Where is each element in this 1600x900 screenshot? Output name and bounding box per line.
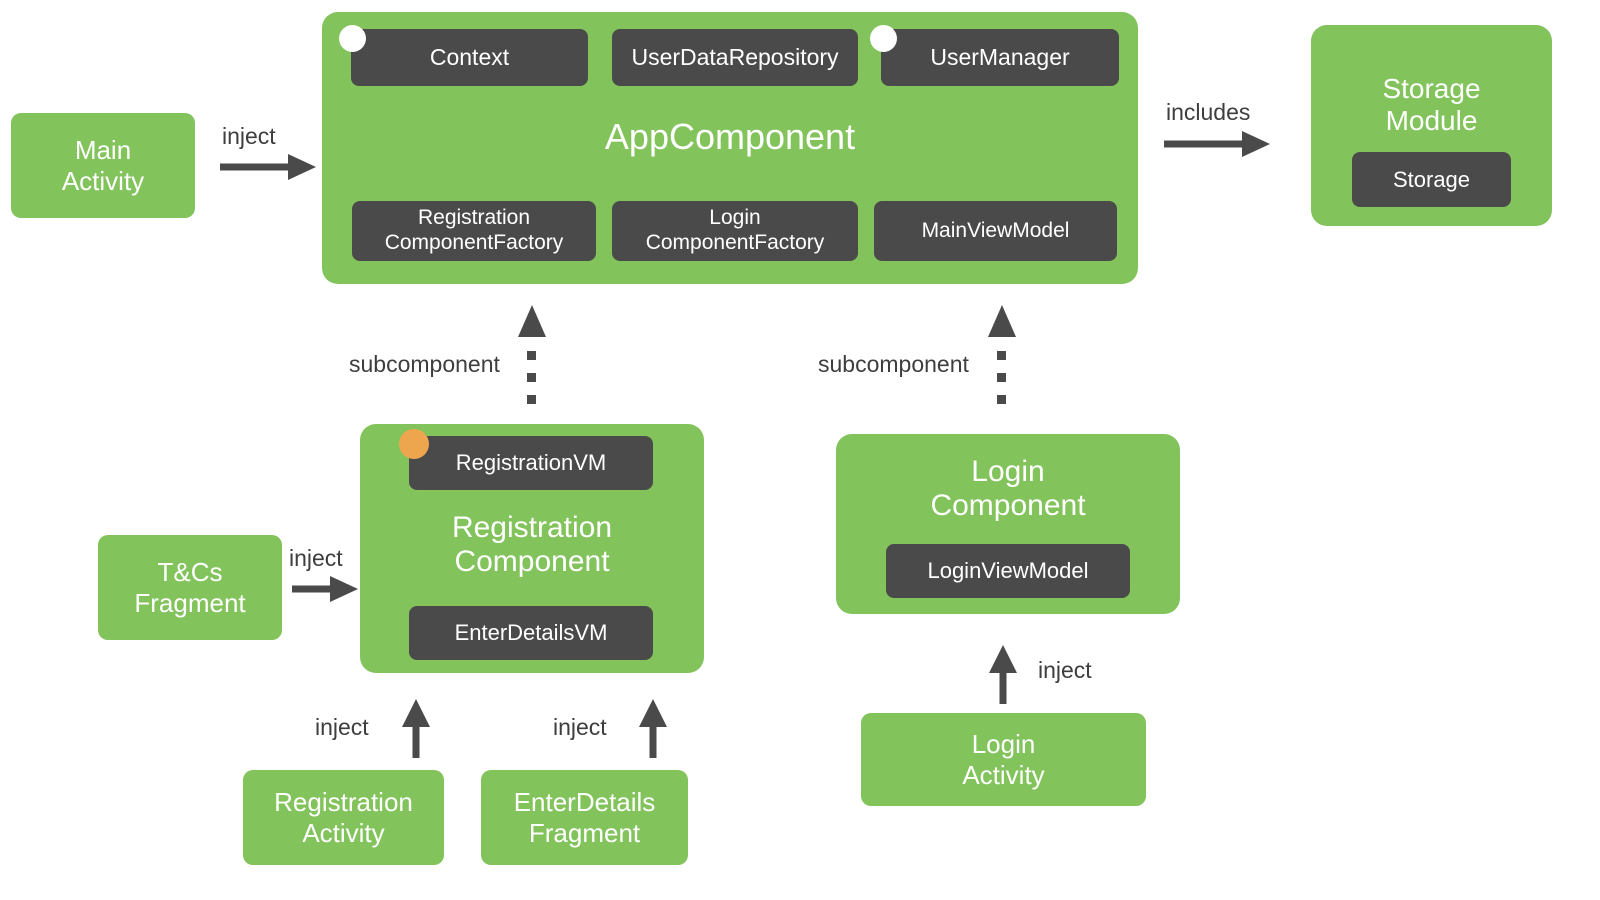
- binding-user-manager[interactable]: UserManager: [881, 29, 1119, 86]
- arrow-main-activity-to-appcomponent: [220, 154, 316, 180]
- node-login-activity[interactable]: Login Activity: [861, 713, 1146, 806]
- node-enter-details-fragment[interactable]: EnterDetails Fragment: [481, 770, 688, 865]
- arrow-login-component-to-appcomponent: [988, 305, 1016, 404]
- scope-dot-icon-context: [339, 25, 366, 52]
- edge-label-subcomponent-login: subcomponent: [818, 351, 969, 377]
- binding-registration-component-factory[interactable]: Registration ComponentFactory: [352, 201, 596, 261]
- arrow-enter-details-fragment-to-registration-component: [639, 699, 667, 758]
- storage-module-title: Storage Module: [1382, 73, 1481, 136]
- binding-context[interactable]: Context: [351, 29, 588, 86]
- arrow-login-activity-to-login-component: [989, 645, 1017, 704]
- edge-label-inject-main-activity: inject: [222, 123, 276, 149]
- binding-storage[interactable]: Storage: [1352, 152, 1511, 207]
- edge-label-inject-registration-activity: inject: [315, 714, 369, 740]
- scope-dot-icon-registration-vm: [399, 429, 429, 459]
- node-main-activity[interactable]: Main Activity: [11, 113, 195, 218]
- login-component-title: Login Component: [930, 455, 1086, 523]
- binding-enter-details-vm[interactable]: EnterDetailsVM: [409, 606, 653, 660]
- registration-component-title: Registration Component: [451, 511, 613, 579]
- binding-user-data-repository[interactable]: UserDataRepository: [612, 29, 858, 86]
- arrow-registration-activity-to-registration-component: [402, 699, 430, 758]
- edge-label-includes: includes: [1166, 99, 1251, 125]
- binding-main-view-model[interactable]: MainViewModel: [874, 201, 1117, 261]
- edge-label-inject-login-activity: inject: [1038, 657, 1092, 683]
- node-registration-activity[interactable]: Registration Activity: [243, 770, 444, 865]
- binding-login-view-model[interactable]: LoginViewModel: [886, 544, 1130, 598]
- app-component-title: AppComponent: [604, 116, 856, 157]
- binding-login-component-factory[interactable]: Login ComponentFactory: [612, 201, 858, 261]
- node-tcs-fragment[interactable]: T&Cs Fragment: [98, 535, 282, 640]
- edge-label-inject-enter-details-fragment: inject: [553, 714, 607, 740]
- binding-registration-vm[interactable]: RegistrationVM: [409, 436, 653, 490]
- edge-label-inject-tcs-fragment: inject: [289, 545, 343, 571]
- arrow-appcomponent-to-storage-module: [1164, 131, 1270, 157]
- arrow-tcs-fragment-to-registration-component: [292, 576, 358, 602]
- edge-label-subcomponent-registration: subcomponent: [349, 351, 500, 377]
- scope-dot-icon-user-manager: [870, 25, 897, 52]
- arrow-registration-component-to-appcomponent: [518, 305, 546, 404]
